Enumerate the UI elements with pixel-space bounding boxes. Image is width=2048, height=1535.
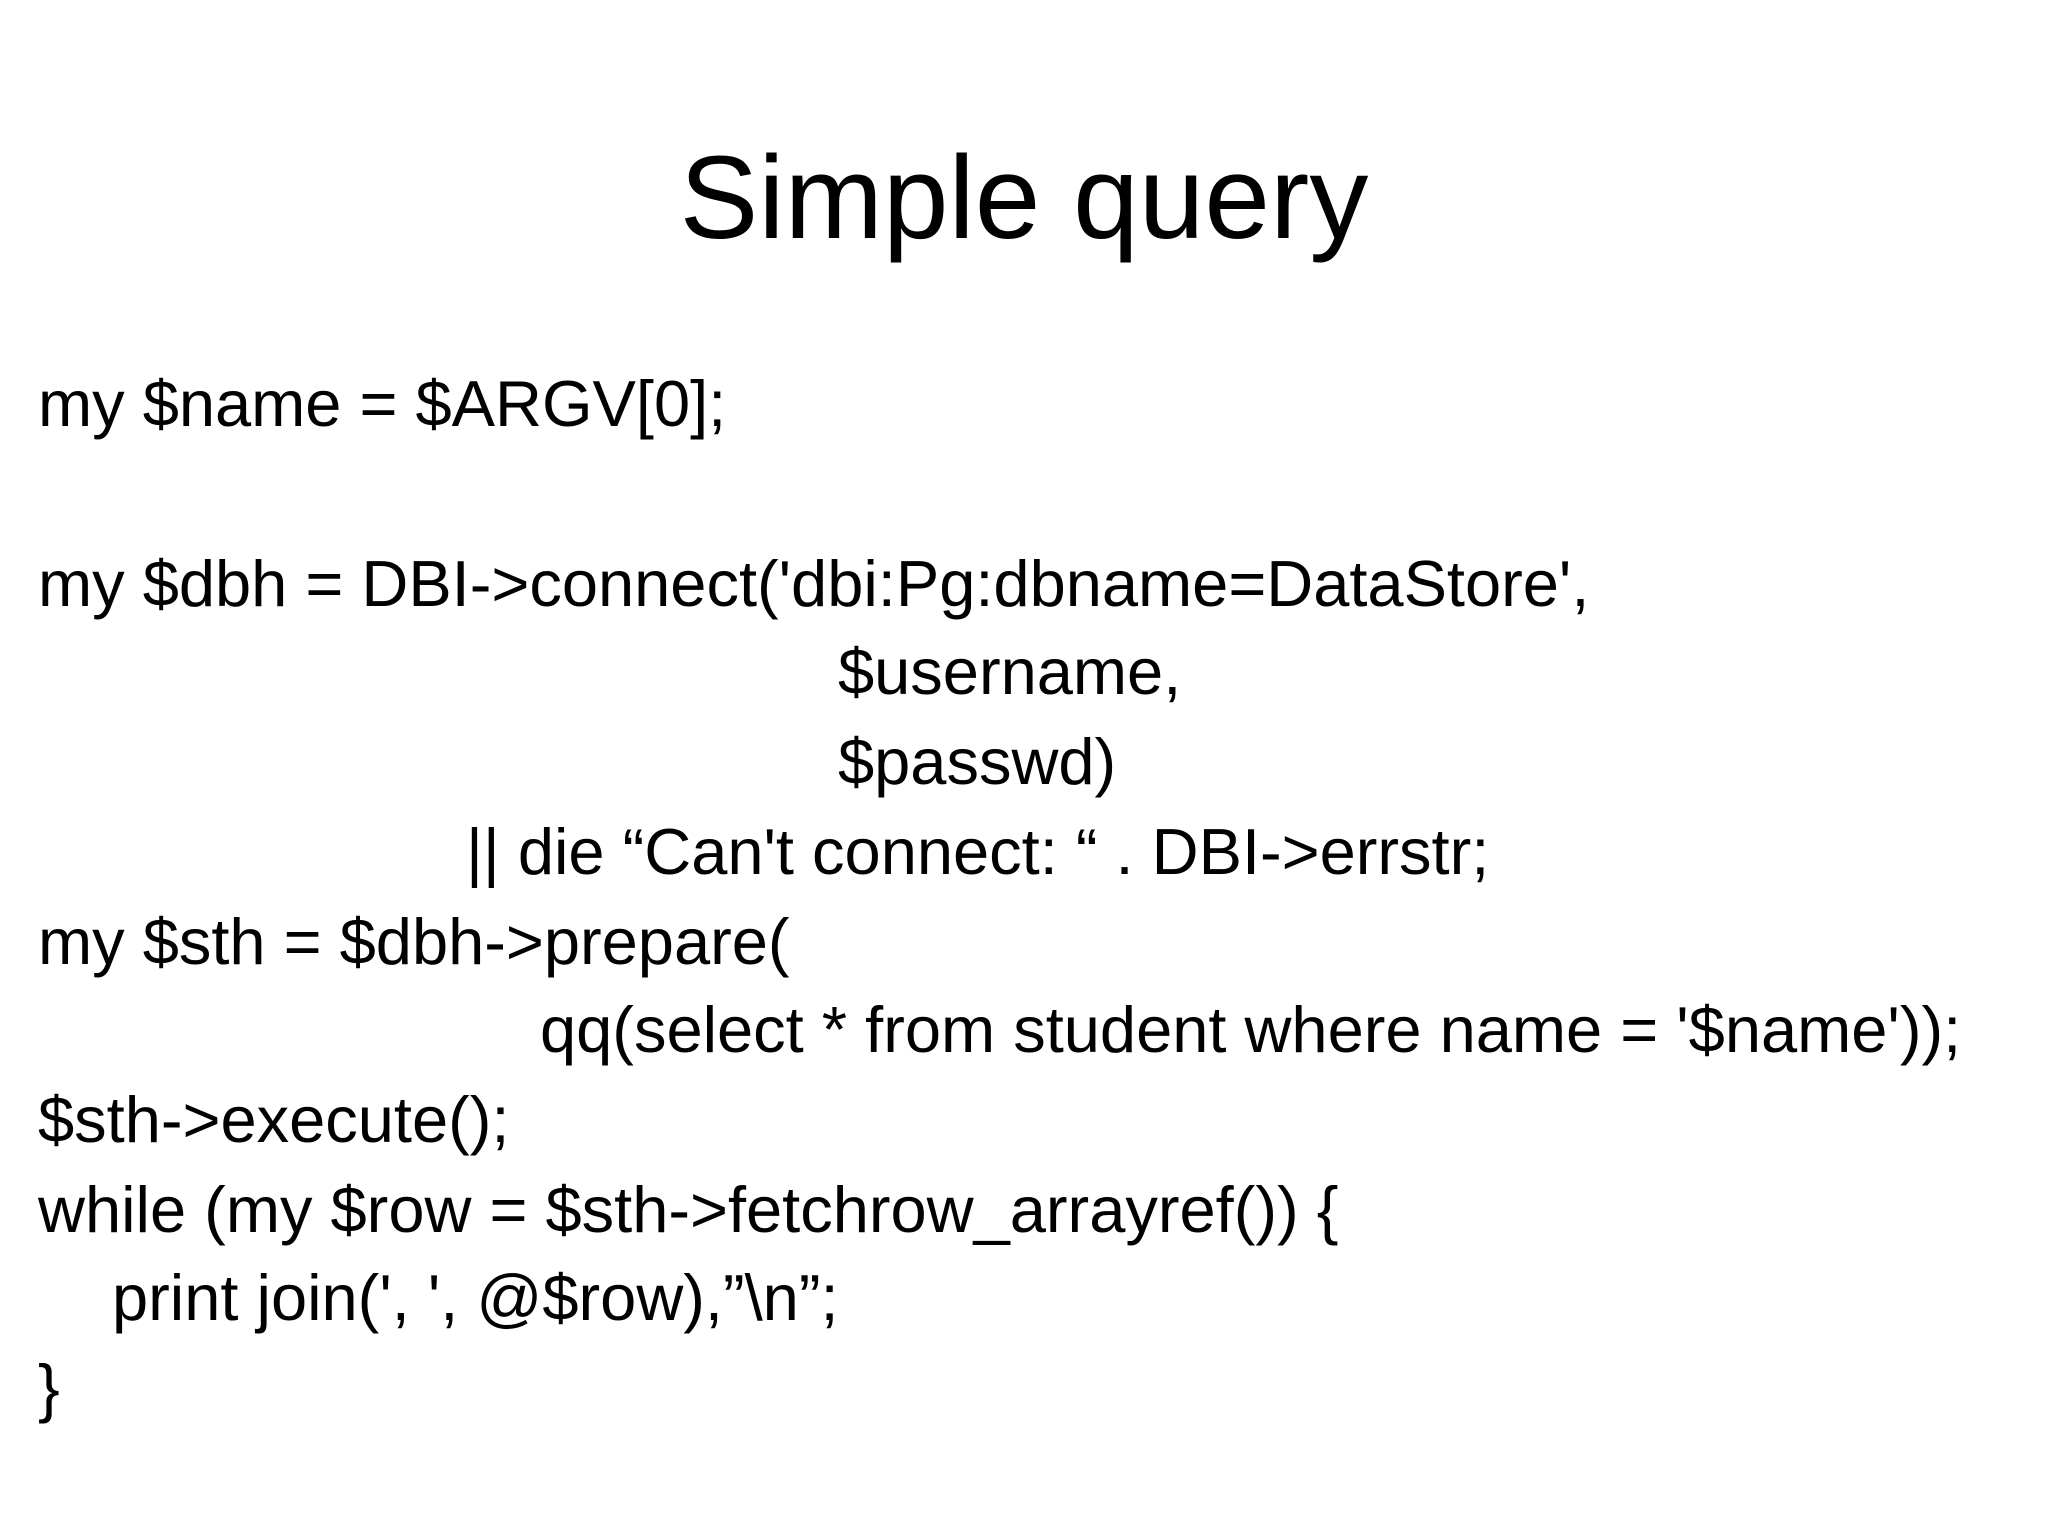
code-line: $passwd) [838, 725, 1117, 798]
code-line: qq(select * from student where name = '$… [540, 993, 1962, 1066]
slide-title: Simple query [679, 132, 1369, 264]
code-line: $username, [838, 635, 1182, 708]
code-line: print join(', ', @$row),”\n”; [112, 1261, 839, 1334]
code-line: || die “Can't connect: “ . DBI->errstr; [466, 815, 1490, 888]
code-line: my $name = $ARGV[0]; [38, 367, 727, 440]
code-line: $sth->execute(); [38, 1083, 510, 1156]
code-line: while (my $row = $sth->fetchrow_arrayref… [38, 1173, 1339, 1246]
code-line: } [38, 1351, 60, 1424]
code-line: my $sth = $dbh->prepare( [38, 905, 790, 978]
code-line: my $dbh = DBI->connect('dbi:Pg:dbname=Da… [38, 547, 1590, 620]
